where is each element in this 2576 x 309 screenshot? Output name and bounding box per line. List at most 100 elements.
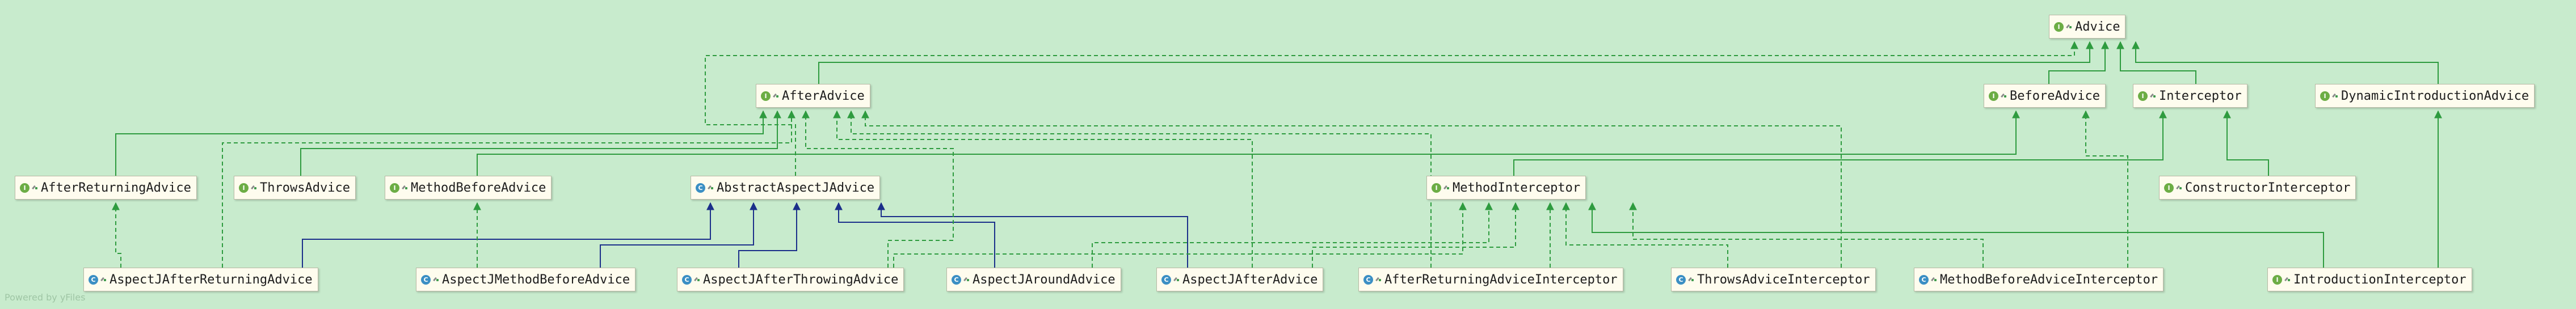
interface-icon: I xyxy=(2138,91,2148,101)
interface-icon: I xyxy=(761,91,771,101)
edge-afteradvice-advice xyxy=(818,41,2094,84)
interface-icon: I xyxy=(2054,22,2064,32)
node-throws-advice-interceptor[interactable]: C ThrowsAdviceInterceptor xyxy=(1671,268,1876,291)
node-label: Advice xyxy=(2075,19,2120,34)
node-after-returning-advice-interceptor[interactable]: C AfterReturningAdviceInterceptor xyxy=(1358,268,1623,291)
node-aspectj-after-advice[interactable]: C AspectJAfterAdvice xyxy=(1156,268,1324,291)
edge-ajafter-afteradvice xyxy=(833,110,1253,268)
edge-throwsint-afteradvice xyxy=(861,110,1842,268)
class-icon: C xyxy=(1363,274,1373,285)
edge-ajafter-methodinterceptor xyxy=(1312,202,1519,268)
class-icon: C xyxy=(89,274,98,285)
access-modifier-icon xyxy=(1174,277,1179,282)
access-modifier-icon xyxy=(1444,185,1449,190)
edge-throwsadvice-afteradvice xyxy=(300,110,781,176)
node-label: Interceptor xyxy=(2159,88,2242,103)
edge-methodbefore-beforeadvice xyxy=(477,110,2020,176)
access-modifier-icon xyxy=(433,277,439,282)
access-modifier-icon xyxy=(1376,277,1381,282)
edge-throwsint-methodinterceptor xyxy=(1562,202,1728,268)
edge-methodbeforeint-methodinterceptor xyxy=(1629,202,1984,268)
access-modifier-icon xyxy=(402,185,407,190)
interface-icon: I xyxy=(20,183,30,193)
edge-ajafterreturning-abstract xyxy=(302,202,714,268)
edge-ajafterthrowing-abstract xyxy=(738,202,801,268)
edge-ajaround-abstract xyxy=(835,202,995,268)
access-modifier-icon xyxy=(964,277,969,282)
access-modifier-icon xyxy=(32,185,37,190)
node-label: AfterReturningAdvice xyxy=(41,180,191,195)
node-label: MethodBeforeAdvice xyxy=(411,180,546,195)
node-label: AspectJAfterAdvice xyxy=(1182,272,1318,287)
edge-dynamicintro-advice xyxy=(2132,41,2439,84)
node-label: MethodInterceptor xyxy=(1453,180,1581,195)
node-label: AspectJMethodBeforeAdvice xyxy=(442,272,630,287)
interface-icon: I xyxy=(2164,183,2174,193)
node-method-before-advice-interceptor[interactable]: C MethodBeforeAdviceInterceptor xyxy=(1914,268,2164,291)
class-icon: C xyxy=(421,274,431,285)
node-label: AspectJAfterReturningAdvice xyxy=(110,272,313,287)
node-label: BeforeAdvice xyxy=(2010,88,2100,103)
class-icon: C xyxy=(952,274,961,285)
interface-icon: I xyxy=(239,183,249,193)
interface-icon: I xyxy=(1432,183,1441,193)
node-interceptor[interactable]: I Interceptor xyxy=(2133,84,2247,108)
node-throws-advice[interactable]: I ThrowsAdvice xyxy=(234,176,356,200)
node-method-interceptor[interactable]: I MethodInterceptor xyxy=(1426,176,1586,200)
access-modifier-icon xyxy=(773,94,778,98)
node-label: AbstractAspectJAdvice xyxy=(717,180,875,195)
node-label: ThrowsAdvice xyxy=(260,180,350,195)
interface-icon: I xyxy=(390,183,399,193)
access-modifier-icon xyxy=(2333,94,2338,98)
access-modifier-icon xyxy=(2177,185,2182,190)
node-label: ThrowsAdviceInterceptor xyxy=(1697,272,1870,287)
edge-ajmethodbefore-abstract xyxy=(600,202,757,268)
node-label: IntroductionInterceptor xyxy=(2293,272,2466,287)
edge-ajafterreturning-afteradvice xyxy=(222,110,795,268)
access-modifier-icon xyxy=(2285,277,2290,282)
node-after-returning-advice[interactable]: I AfterReturningAdvice xyxy=(15,176,197,200)
node-label: AfterReturningAdviceInterceptor xyxy=(1384,272,1618,287)
edge-afterreturning-afteradvice xyxy=(115,110,767,176)
access-modifier-icon xyxy=(251,185,256,190)
node-method-before-advice[interactable]: I MethodBeforeAdvice xyxy=(385,176,552,200)
node-label: ConstructorInterceptor xyxy=(2185,180,2351,195)
node-label: AspectJAfterThrowingAdvice xyxy=(703,272,899,287)
node-after-advice[interactable]: I AfterAdvice xyxy=(756,84,870,108)
node-abstract-aspectj-advice[interactable]: C AbstractAspectJAdvice xyxy=(691,176,881,200)
node-aspectj-method-before-advice[interactable]: C AspectJMethodBeforeAdvice xyxy=(416,268,636,291)
access-modifier-icon xyxy=(1931,277,1937,282)
interface-icon: I xyxy=(2320,91,2330,101)
edge-ajafterthrowing-methodinterceptor xyxy=(893,202,1467,268)
access-modifier-icon xyxy=(708,185,713,190)
class-icon: C xyxy=(1676,274,1686,285)
edge-afterreturningint-afteradvice xyxy=(847,110,1432,268)
watermark: Powered by yFiles xyxy=(5,292,86,303)
access-modifier-icon xyxy=(694,277,700,282)
access-modifier-icon xyxy=(2066,24,2072,29)
edge-interceptor-advice xyxy=(2116,41,2196,84)
node-dynamic-introduction-advice[interactable]: I DynamicIntroductionAdvice xyxy=(2315,84,2535,108)
node-aspectj-around-advice[interactable]: C AspectJAroundAdvice xyxy=(946,268,1121,291)
node-before-advice[interactable]: I BeforeAdvice xyxy=(1984,84,2106,108)
interface-icon: I xyxy=(2272,274,2282,285)
node-advice[interactable]: I Advice xyxy=(2049,15,2126,39)
node-aspectj-after-returning-advice[interactable]: C AspectJAfterReturningAdvice xyxy=(83,268,318,291)
interface-icon: I xyxy=(1989,91,1998,101)
class-icon: C xyxy=(1161,274,1171,285)
node-label: MethodBeforeAdviceInterceptor xyxy=(1940,272,2158,287)
edge-methodbeforeint-beforeadvice xyxy=(2082,110,2128,268)
access-modifier-icon xyxy=(2001,94,2006,98)
access-modifier-icon xyxy=(2150,94,2156,98)
edge-ajafterthrowing-afteradvice xyxy=(802,110,954,268)
edge-constructorinterceptor-interceptor xyxy=(2223,110,2269,176)
access-modifier-icon xyxy=(1689,277,1694,282)
edge-beforeadvice-advice xyxy=(2048,41,2109,84)
node-introduction-interceptor[interactable]: I IntroductionInterceptor xyxy=(2267,268,2472,291)
node-constructor-interceptor[interactable]: I ConstructorInterceptor xyxy=(2159,176,2356,200)
class-icon: C xyxy=(696,183,705,193)
class-icon: C xyxy=(1919,274,1929,285)
node-aspectj-after-throwing-advice[interactable]: C AspectJAfterThrowingAdvice xyxy=(677,268,904,291)
node-label: AfterAdvice xyxy=(782,88,865,103)
